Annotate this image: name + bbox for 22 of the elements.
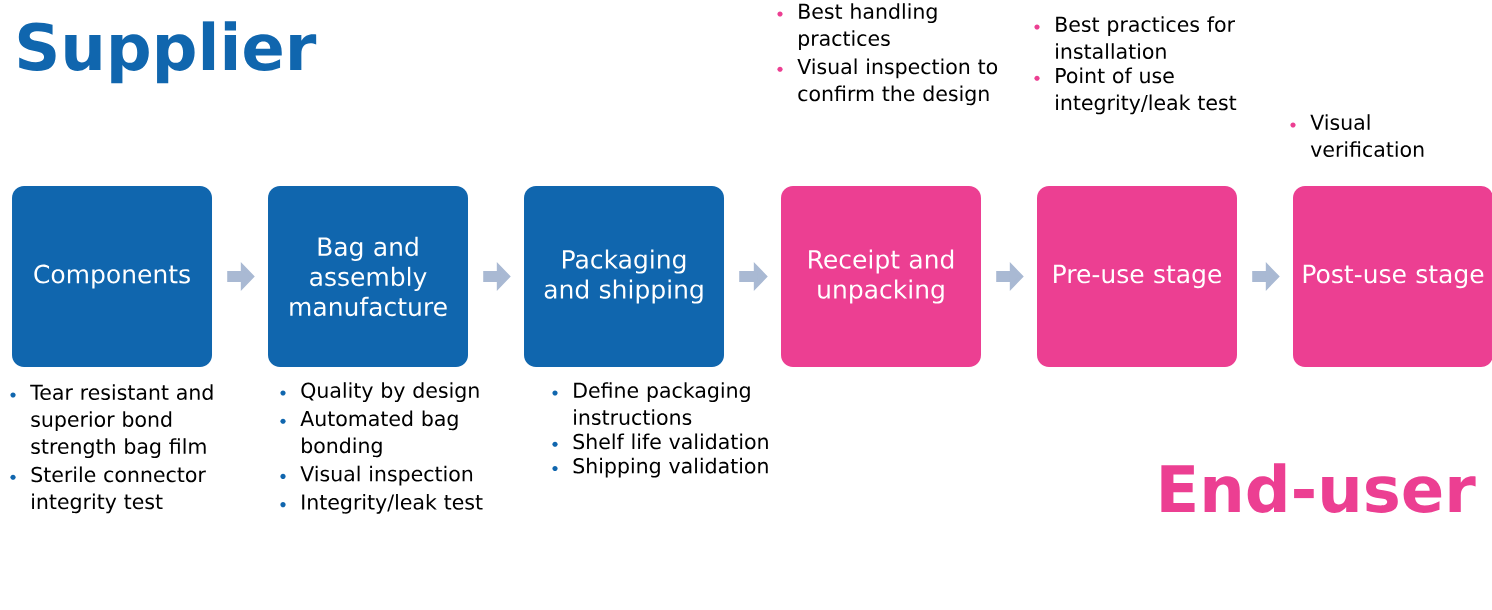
bullet-text: Integrity/leak test xyxy=(302,493,483,514)
bullet-text: Define packaging instructions xyxy=(574,382,750,426)
bullet-text: Tear resistant and superior bond strength bag film xyxy=(30,384,213,459)
bullet-text: Visual verification xyxy=(1310,114,1424,158)
process-box: Packaging and shipping xyxy=(524,186,724,367)
process-box: Bag and assembly manufacture xyxy=(268,186,468,367)
process-box: Post-use stage xyxy=(1293,186,1492,367)
bullet-text: Shelf life validation xyxy=(573,433,768,450)
bullet-text: Best practices for installation xyxy=(1056,16,1235,60)
bullet-text: Visual inspection to confirm the design xyxy=(797,58,998,106)
bullet-text: Automated bag bonding xyxy=(300,410,458,458)
process-box: Receipt and unpacking xyxy=(781,186,981,367)
bullet-text: Best handling practices xyxy=(799,3,937,51)
section-heading: Supplier xyxy=(18,21,317,84)
process-box: Components xyxy=(12,186,212,367)
bullet-text: Sterile connector integrity test xyxy=(31,466,206,514)
process-box: Pre-use stage xyxy=(1037,186,1237,367)
bullet-text: Point of use integrity/leak test xyxy=(1056,67,1237,115)
bullet-text: Quality by design xyxy=(301,382,479,403)
bullet-text: Visual inspection xyxy=(300,465,473,486)
section-heading: End-user xyxy=(1161,463,1476,513)
bullet-text: Shipping validation xyxy=(573,457,768,478)
